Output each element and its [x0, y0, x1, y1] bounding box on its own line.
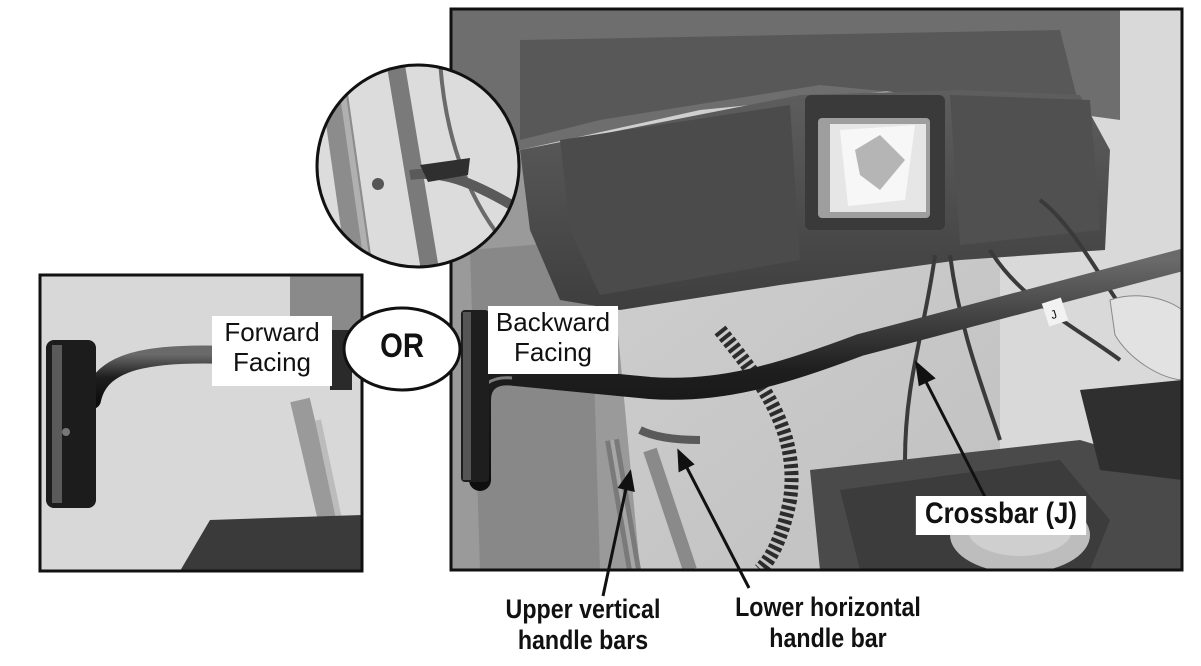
or-bubble [342, 306, 462, 392]
upper-label-line1: Upper vertical [505, 594, 661, 624]
backward-facing-label: Backward Facing [488, 306, 618, 374]
forward-facing-line1: Forward [224, 317, 320, 347]
crossbar-arrow [920, 373, 987, 498]
headlight-icon [805, 95, 945, 230]
crossbar-tag-letter: J [1049, 307, 1059, 322]
lower-label-line1: Lower horizontal [735, 592, 921, 622]
pointer-arrows [601, 360, 987, 597]
lower-horizontal-handle-bar [638, 426, 701, 444]
crossbar-label: Crossbar (J) [915, 496, 1087, 535]
or-label: OR [380, 327, 424, 365]
lower-bar-arrow [682, 461, 751, 589]
backward-facing-line2: Facing [513, 336, 593, 367]
main-photo-frame [449, 7, 1184, 572]
circle-zoom-frame [315, 63, 521, 269]
forward-facing-line2: Facing [232, 346, 312, 377]
upper-bars-arrow [601, 483, 629, 597]
backward-facing-line1: Backward [495, 307, 611, 337]
lower-label-line2: handle bar [769, 623, 887, 654]
latch-tab [420, 158, 470, 182]
crossbar [461, 249, 1182, 491]
inset-photo-frame [38, 273, 364, 573]
upper-label-line2: handle bars [517, 625, 649, 656]
upper-vertical-handle-bars-label: Upper vertical handle bars [489, 594, 676, 656]
main-photo: J [451, 9, 1182, 570]
forward-facing-label: Forward Facing [212, 316, 332, 386]
lower-horizontal-handle-bar-label: Lower horizontal handle bar [725, 592, 931, 654]
